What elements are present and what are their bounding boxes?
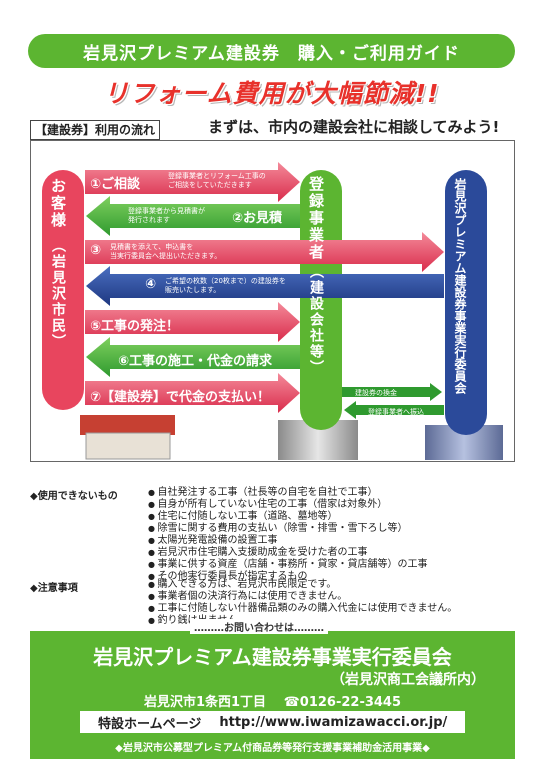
subsidy-note: ◆岩見沢市公募型プレミアム付商品券等発行支援事業補助金活用事業◆ (115, 743, 430, 754)
arrow-step-3 (85, 232, 444, 272)
website-label: 特設ホームページ (98, 716, 202, 732)
step-2-label: ②お見積 (232, 211, 283, 226)
unusable-item: その他実行委員長が指定するもの (148, 571, 428, 583)
flow-section-tag: 【建設券】利用の流れ (30, 120, 161, 140)
contact-footer: 岩見沢プレミアム建設券事業実行委員会 （岩見沢商工会議所内） 岩見沢市1条西1丁… (30, 631, 515, 759)
arrow-exchange (342, 383, 442, 401)
customer-title: お客様 (49, 178, 67, 229)
arrow-transfer (344, 401, 444, 419)
step-2-note: 登録事業者から見積書が 発行されます (128, 207, 205, 224)
unusable-item: 住宅に付随しない工事（道路、墓地等） (148, 511, 428, 523)
builder-subtitle: （建設会社等） (308, 264, 324, 376)
arrow-step-1 (85, 162, 300, 202)
committee-column (445, 170, 487, 435)
organizer-name: 岩見沢プレミアム建設券事業実行委員会 (93, 645, 452, 669)
step-4-label: ④ (145, 277, 157, 292)
step-1-note: 登録事業者とリフォーム工事の ご相談をしていただきます (168, 172, 266, 189)
flow-diagram (42, 162, 503, 460)
contact-caption: ………お問い合わせは……… (190, 619, 328, 634)
transfer-label: 登録事業者へ振込 (368, 408, 424, 416)
unusable-item: 岩見沢市住宅購入支援助成金を受けた者の工事 (148, 547, 428, 559)
step-5-label: ⑤工事の発注！ (90, 319, 180, 334)
unusable-item: 自社発注する工事（社長等の自宅を自社で工事） (148, 487, 428, 499)
unusable-item: 事業に供する資産（店舗・事務所・貸家・貸店舗等）の工事 (148, 559, 428, 571)
arrow-step-2 (86, 196, 300, 236)
step-3-label: ③ (90, 243, 102, 258)
website-url[interactable]: http://www.iwamizawacci.or.jp/ (219, 714, 448, 730)
house-roof (80, 415, 175, 435)
customer-subtitle: （岩見沢市民） (50, 238, 66, 350)
notes-heading: ◆注意事項 (30, 583, 78, 594)
note-item: 工事に付随しない什器備品類のみの購入代金には使用できません。 (148, 603, 458, 615)
arrow-step-5 (85, 302, 300, 342)
guide-title: 岩見沢プレミアム建設券 購入・ご利用ガイド (83, 43, 460, 64)
exchange-label: 建設券の換金 (355, 389, 397, 397)
contact-address-line: 岩見沢市1条西1丁目 ☎0126-22-3445 (30, 691, 515, 710)
address: 岩見沢市1条西1丁目 (143, 695, 267, 710)
arrow-step-6 (86, 337, 300, 377)
arrow-step-7 (85, 373, 300, 413)
note-item: 事業者個の決済行為には使用できません。 (148, 591, 457, 603)
headline: リフォーム費用が大幅節減!! (103, 79, 440, 108)
unusable-list: 自社発注する工事（社長等の自宅を自社で工事） 自身が所有していない住宅の工事（借… (148, 487, 428, 583)
unusable-item: 自身が所有していない住宅の工事（借家は対象外） (148, 499, 428, 511)
flow-diagram-frame (30, 140, 515, 462)
step-4-note: ご希望の枚数（20枚まで）の建設券を 販売いたします。 (165, 277, 286, 294)
arrow-step-4 (86, 266, 444, 306)
step-1-label: ①ご相談 (90, 177, 141, 192)
flow-subhead: まずは、市内の建設会社に相談してみよう! (208, 118, 500, 136)
website-bar: 特設ホームページ http://www.iwamizawacci.or.jp/ (80, 711, 465, 733)
unusable-item: 除雪に関する費用の支払い（除雪・排雪・雪下ろし等） (148, 523, 428, 535)
house-wall (85, 432, 171, 460)
builder-column (300, 170, 342, 430)
phone-number: ☎0126-22-3445 (283, 695, 402, 710)
committee-title: 岩見沢プレミアム建設券事業実行委員会 (453, 178, 467, 394)
step-6-label: ⑥工事の施工・代金の請求 (118, 354, 273, 369)
unusable-heading: ◆使用できないもの (30, 491, 118, 502)
guide-title-bar: 岩見沢プレミアム建設券 購入・ご利用ガイド (28, 34, 515, 68)
organizer-location: （岩見沢商工会議所内） (331, 672, 485, 688)
step-3-note: 見積書を添えて、申込書を 当実行委員会へ提出いただきます。 (110, 243, 222, 260)
step-7-label: ⑦【建設券】で代金の支払い！ (90, 390, 271, 405)
builder-title: 登録事業者 (307, 176, 325, 261)
customer-column (42, 170, 84, 410)
note-item: 購入できる方は、岩見沢市民限定です。 (148, 579, 457, 591)
unusable-item: 太陽光発電設備の設置工事 (148, 535, 428, 547)
